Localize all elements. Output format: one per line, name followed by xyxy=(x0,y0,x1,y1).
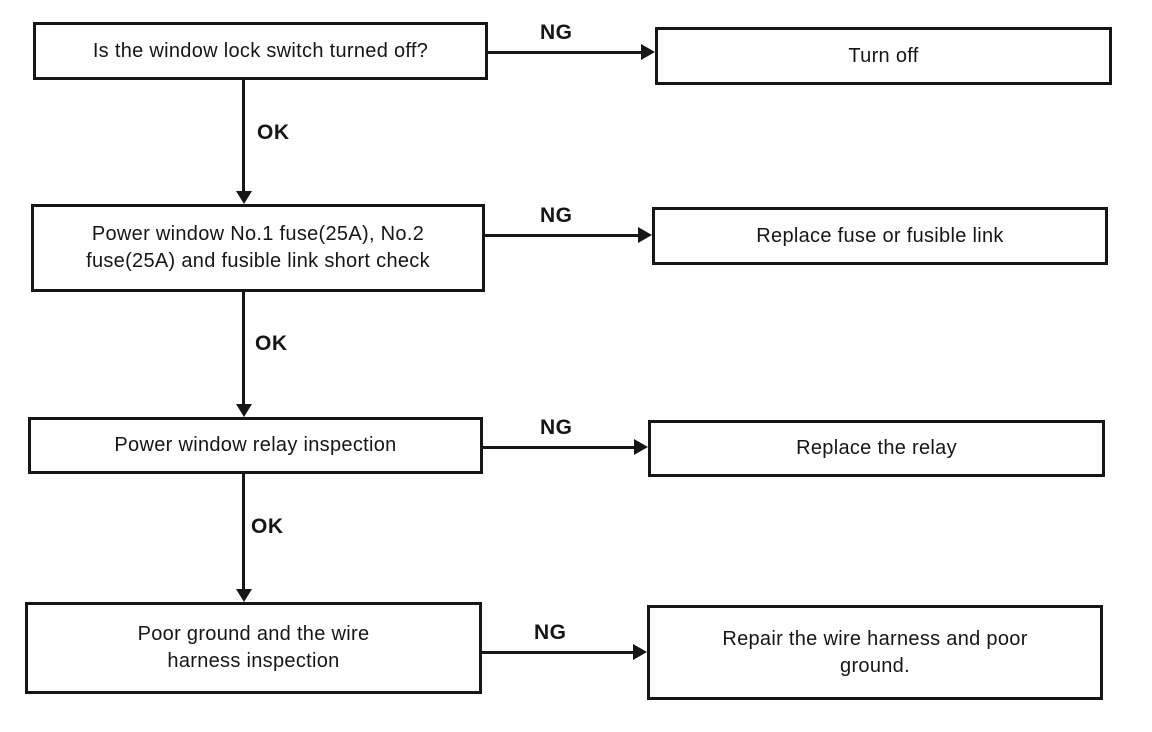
ng-label-4: NG xyxy=(534,621,567,644)
ok-arrow-1-arrowhead-icon xyxy=(236,191,252,204)
ng-label-2: NG xyxy=(540,204,573,227)
check-box-relay-inspection: Power window relay inspection xyxy=(28,417,483,474)
ok-arrow-3-line xyxy=(242,474,245,589)
ok-arrow-2-arrowhead-icon xyxy=(236,404,252,417)
ok-arrow-1-line xyxy=(242,79,245,191)
ng-arrow-1-line xyxy=(488,51,641,54)
ok-label-1: OK xyxy=(257,121,290,144)
remedy-box-repair-harness: Repair the wire harness and poor ground. xyxy=(647,605,1103,700)
ng-arrow-4-arrowhead-icon xyxy=(633,644,647,660)
ng-label-1: NG xyxy=(540,21,573,44)
check-box-window-lock-switch: Is the window lock switch turned off? xyxy=(33,22,488,80)
ok-arrow-3-arrowhead-icon xyxy=(236,589,252,602)
ng-arrow-3-arrowhead-icon xyxy=(634,439,648,455)
ok-label-3: OK xyxy=(251,515,284,538)
ng-arrow-4-line xyxy=(482,651,633,654)
check-box-ground-wire-harness: Poor ground and the wire harness inspect… xyxy=(25,602,482,694)
ng-arrow-3-line xyxy=(483,446,634,449)
check-box-fuse-short-check: Power window No.1 fuse(25A), No.2 fuse(2… xyxy=(31,204,485,292)
ng-label-3: NG xyxy=(540,416,573,439)
ng-arrow-2-arrowhead-icon xyxy=(638,227,652,243)
ok-label-2: OK xyxy=(255,332,288,355)
ng-arrow-1-arrowhead-icon xyxy=(641,44,655,60)
remedy-box-replace-fuse: Replace fuse or fusible link xyxy=(652,207,1108,265)
remedy-box-replace-relay: Replace the relay xyxy=(648,420,1105,477)
ok-arrow-2-line xyxy=(242,292,245,404)
ng-arrow-2-line xyxy=(485,234,638,237)
remedy-box-turn-off: Turn off xyxy=(655,27,1112,85)
